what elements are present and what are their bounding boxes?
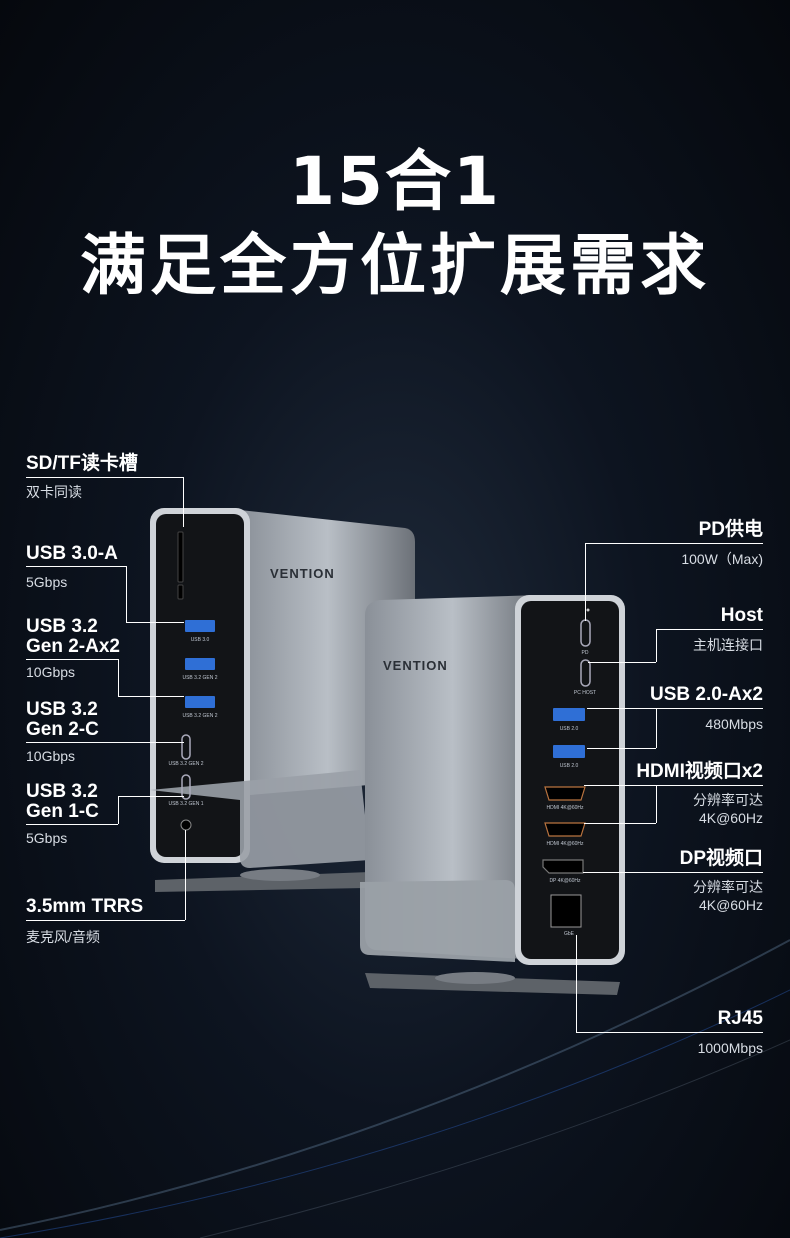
port-label: HDMI 4K@60Hz [546,805,584,811]
label-usb32g1c-title1: USB 3.2 [26,781,98,802]
usb-a-port [553,708,585,721]
label-hdmi-sub1: 分辨率可达 [693,792,763,808]
label-host-title: Host [720,605,763,626]
label-trrs-title: 3.5mm TRRS [26,896,144,917]
brand-logo-left: VENTION [270,566,335,581]
label-dp-title: DP视频口 [679,848,763,869]
label-sd-tf-title: SD/TF读卡槽 [26,453,138,474]
label-host-sub: 主机连接口 [693,637,763,653]
port-label: USB 2.0 [560,726,579,732]
port-label: USB 2.0 [560,763,579,769]
rj45-port [550,894,582,928]
sd-slot [177,531,184,583]
port-label: PC HOST [574,690,596,696]
usb-c-port [580,619,591,647]
label-usb32g2c-sub: 10Gbps [26,748,76,764]
audio-jack [180,819,192,831]
port-label: USB 3.2 GEN 2 [182,713,217,719]
port-label: USB 3.2 GEN 2 [168,761,203,767]
label-rj45-sub: 1000Mbps [697,1040,763,1056]
label-usb32g2a-sub: 10Gbps [26,664,76,680]
label-rj45-title: RJ45 [717,1008,763,1029]
hdmi-port [544,786,586,801]
label-usb32g1c-title2: Gen 1-C [26,801,99,822]
headline-line1: 15合1 [289,143,501,220]
label-dp-sub1: 分辨率可达 [693,879,763,895]
brand-logo-right: VENTION [383,658,448,673]
usb-c-port [181,774,191,800]
headline-line2: 满足全方位扩展需求 [80,227,710,304]
port-label: USB 3.2 GEN 1 [168,801,203,807]
background-light-sweep [0,939,790,1238]
label-usb20-title: USB 2.0-Ax2 [650,684,763,705]
hdmi-port [544,822,586,837]
usb-a-port [185,658,215,670]
label-hdmi-sub2: 4K@60Hz [698,810,763,826]
label-dp-sub2: 4K@60Hz [698,897,763,913]
port-label: DP 4K@60Hz [549,878,581,884]
power-led [586,608,590,612]
dp-port [542,859,584,874]
label-usb30a-title: USB 3.0-A [26,543,118,564]
label-usb32g2a-title2: Gen 2-Ax2 [26,636,120,657]
label-usb32g2c-title2: Gen 2-C [26,719,99,740]
label-usb32g2c-title1: USB 3.2 [26,699,98,720]
port-label: PD [582,650,589,656]
usb-c-port [580,659,591,687]
port-label: USB 3.2 GEN 2 [182,675,217,681]
right-dock-device [360,595,625,995]
label-usb30a-sub: 5Gbps [26,574,68,590]
port-label: USB 3.0 [191,637,210,643]
label-trrs-sub: 麦克风/音频 [26,929,100,945]
right-dock-ports: PD PC HOST USB 2.0 USB 2.0 HDMI 4K@60Hz … [383,608,596,937]
tf-slot [177,584,184,600]
label-usb32g1c-sub: 5Gbps [26,830,68,846]
usb-a-port [185,620,215,632]
usb-a-port [553,745,585,758]
port-label: HDMI 4K@60Hz [546,841,584,847]
usb-c-port [181,734,191,760]
label-usb32g2a-title1: USB 3.2 [26,616,98,637]
usb-a-port [185,696,215,708]
left-dock-ports: USB 3.0 USB 3.2 GEN 2 USB 3.2 GEN 2 USB … [168,531,335,831]
label-hdmi-title: HDMI视频口x2 [636,761,763,782]
left-dock-device [150,508,415,892]
label-usb20-sub: 480Mbps [705,716,763,732]
port-label: GbE [564,931,575,937]
label-pd-title: PD供电 [698,519,763,540]
label-sd-tf-sub: 双卡同读 [26,484,82,500]
label-pd-sub: 100W（Max) [681,551,763,567]
